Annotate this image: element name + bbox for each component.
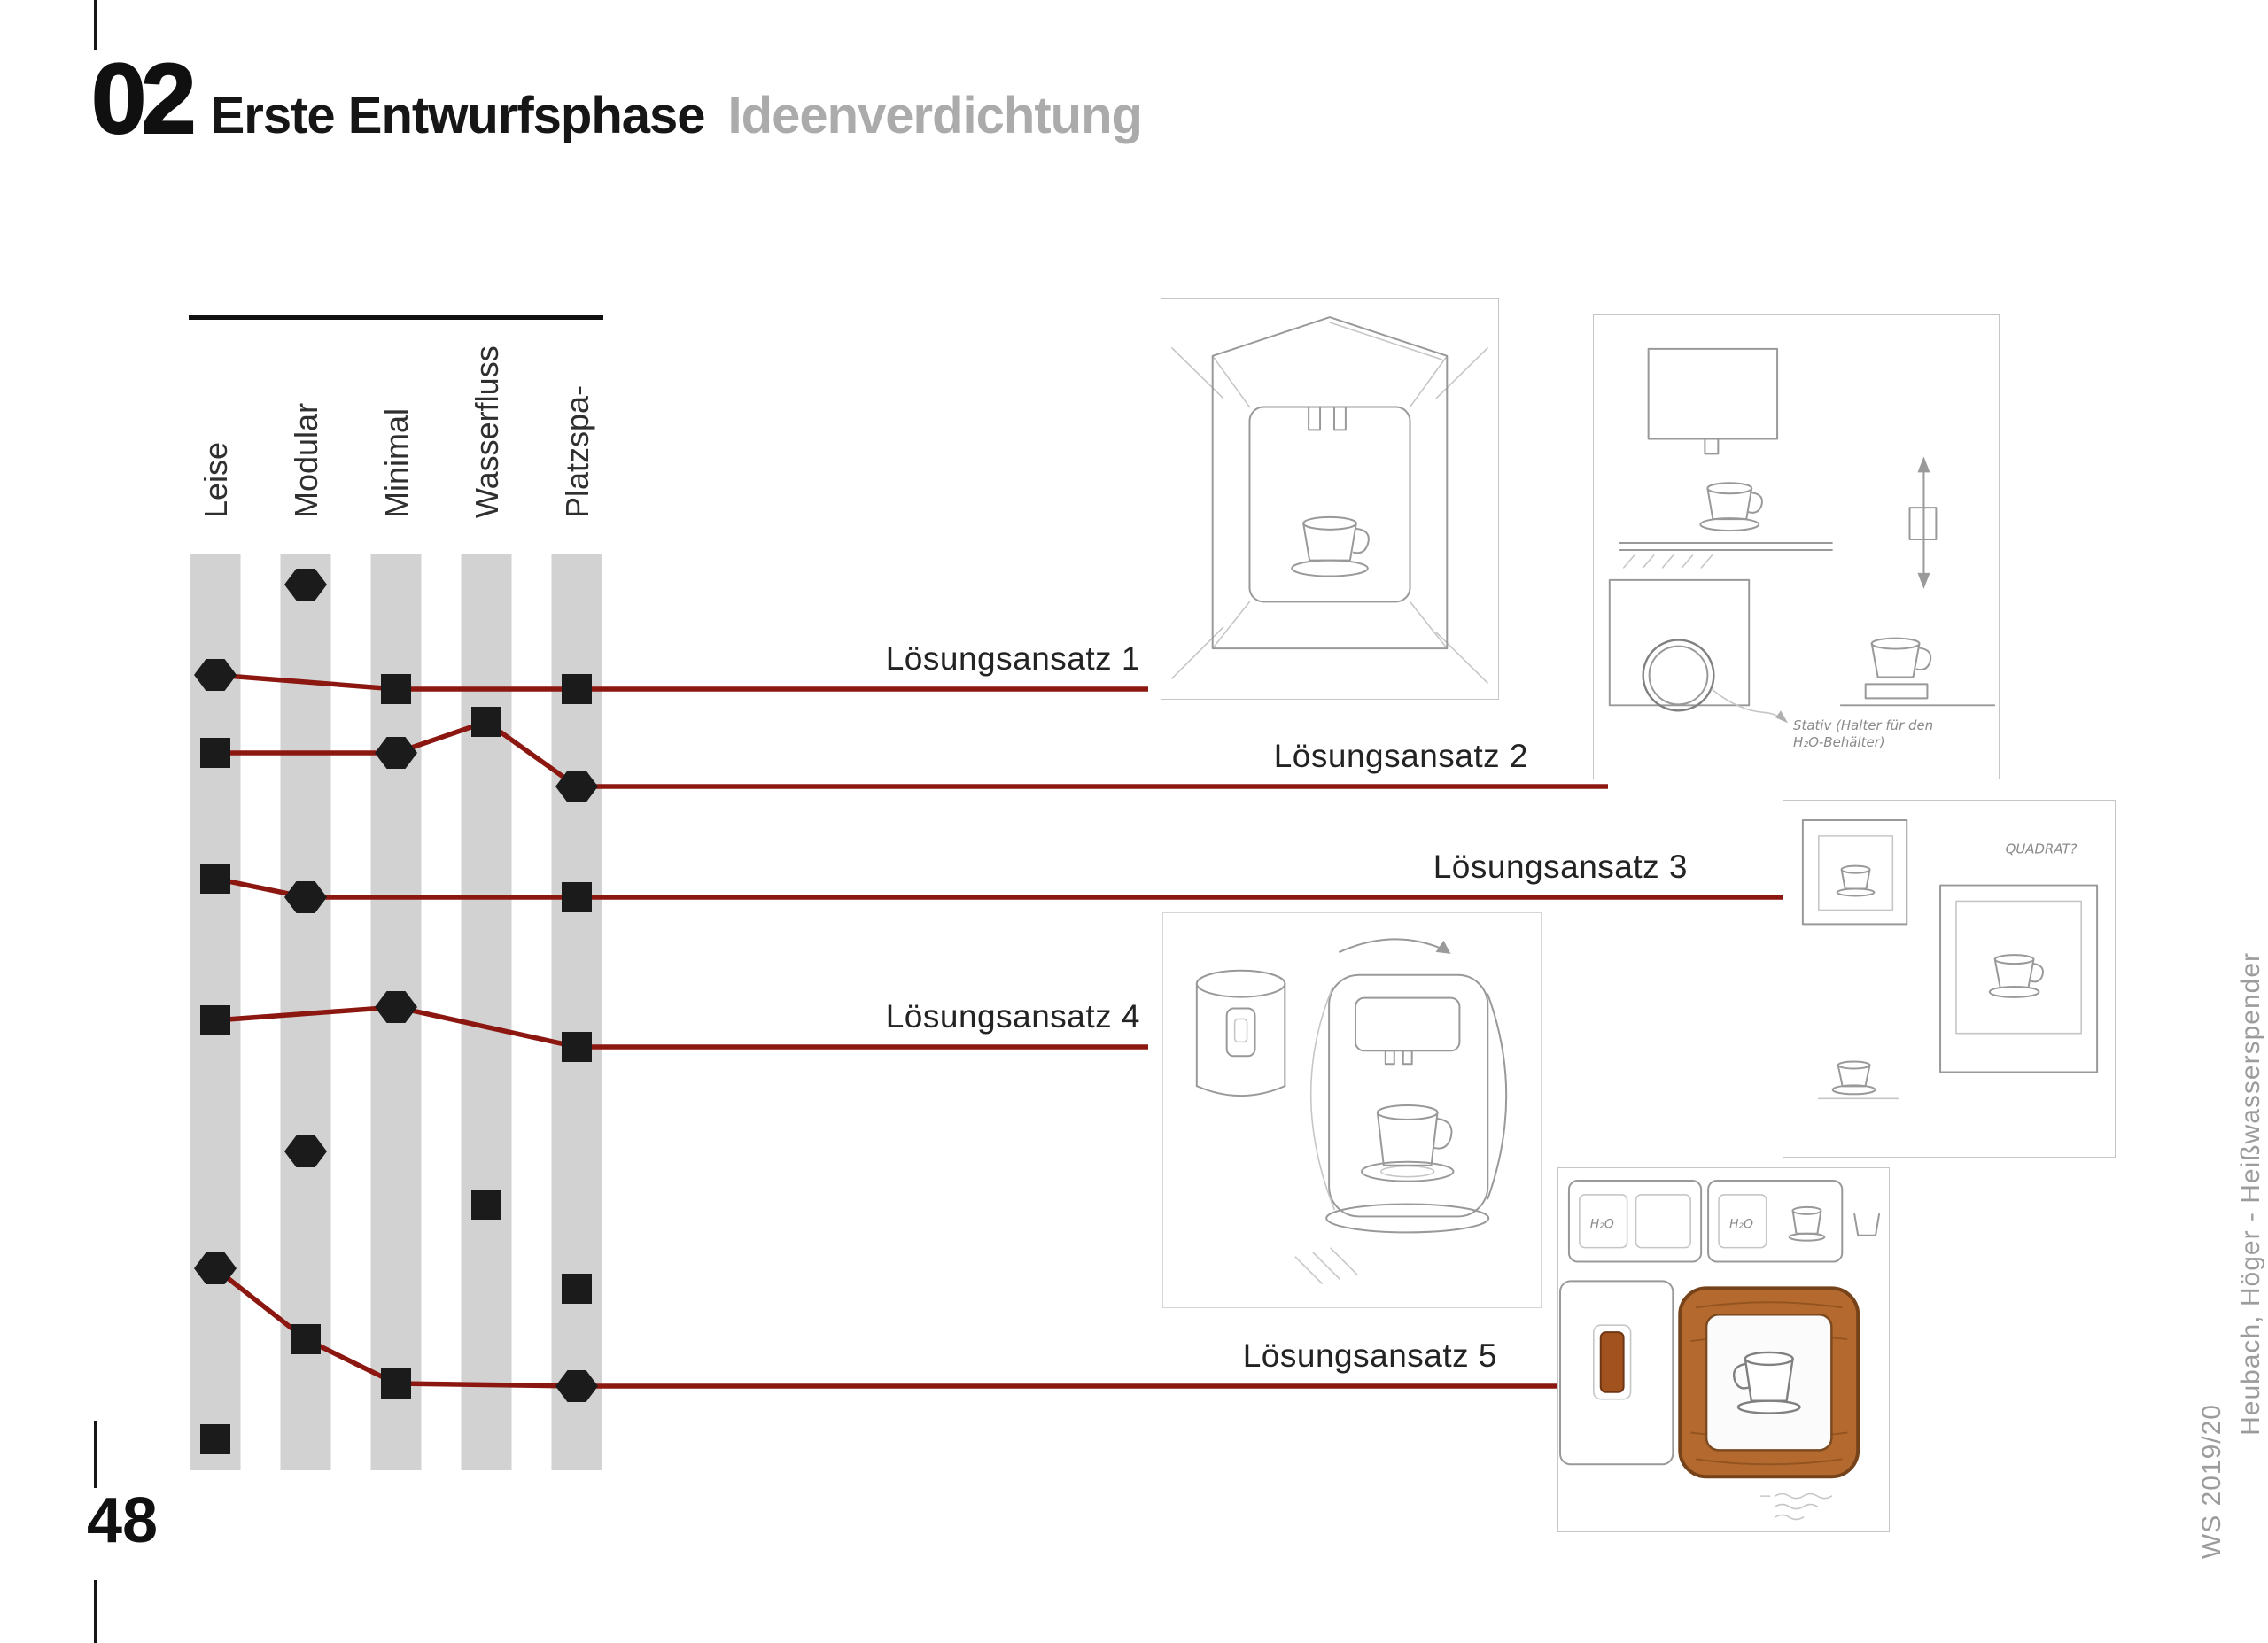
sketch-1-drawing xyxy=(1171,316,1488,684)
sketch-solution-1 xyxy=(1161,298,1499,700)
solution-label: Lösungsansatz 2 xyxy=(1273,738,1528,774)
large-square-variant xyxy=(1939,884,2099,1073)
solution-label: Lösungsansatz 3 xyxy=(1433,849,1688,885)
bottom-margin-line-lower xyxy=(94,1580,97,1643)
marker-hexagon xyxy=(375,991,417,1023)
marker-hexagon xyxy=(284,881,327,913)
cup-sketch xyxy=(1291,515,1370,577)
marker-hexagon xyxy=(284,569,327,601)
criterion-label-0: Leise xyxy=(198,442,234,518)
counter-hatching xyxy=(1622,554,1713,569)
marker-square xyxy=(471,1190,501,1220)
marker-hexagon xyxy=(194,659,237,691)
marker-hexagon xyxy=(284,1135,327,1167)
floor-hatching xyxy=(1294,1247,1358,1284)
marker-hexagon xyxy=(555,1370,598,1402)
page-number: 48 xyxy=(87,1485,159,1556)
sketch-2-note-line2: H₂O-Behälter) xyxy=(1793,734,1885,750)
marker-square xyxy=(562,674,592,704)
sketch-2-drawing: Stativ (Halter für den H₂O-Behälter) xyxy=(1608,347,1996,750)
rotation-arrow xyxy=(1339,938,1451,954)
solution-label: Lösungsansatz 1 xyxy=(885,640,1140,677)
height-adjust-stand xyxy=(1839,456,1996,707)
marker-square xyxy=(291,1324,321,1354)
solution-path-4 xyxy=(214,1004,1148,1050)
sketch-5-h2o-label-a: H₂O xyxy=(1590,1218,1614,1232)
marker-hexagon xyxy=(375,737,417,769)
cup-sketch xyxy=(1732,1351,1801,1414)
marker-square xyxy=(381,674,411,704)
bottom-margin-line-upper xyxy=(94,1421,97,1488)
module-row xyxy=(1567,1180,1881,1263)
page-title: Erste Entwurfsphase xyxy=(210,87,706,144)
solution-path-3 xyxy=(214,876,1807,900)
sketch-5-drawing: H₂O H₂O xyxy=(1558,1180,1881,1521)
main-dispenser-body xyxy=(1309,973,1508,1218)
marker-square xyxy=(200,864,230,894)
page-subtitle: Ideenverdichtung xyxy=(727,87,1143,144)
side-term-text: WS 2019/20 xyxy=(2197,1404,2226,1560)
marker-square xyxy=(200,1424,230,1454)
small-cylinder-module xyxy=(1195,969,1286,1097)
sketch-solution-3: QUADRAT? xyxy=(1783,800,2116,1158)
top-margin-line xyxy=(94,0,97,50)
wall-unit xyxy=(1619,347,1833,551)
criterion-label-2: Minimal xyxy=(378,408,415,518)
handwritten-note-squiggles xyxy=(1759,1492,1833,1521)
marker-hexagon xyxy=(555,771,598,802)
chapter-number: 02 xyxy=(90,43,198,154)
note-arrow xyxy=(1711,688,1789,724)
water-container xyxy=(1608,578,1751,712)
sketch-solution-4 xyxy=(1162,912,1542,1308)
marker-square xyxy=(200,738,230,768)
small-square-variant xyxy=(1801,818,1908,926)
marker-hexagon xyxy=(194,1252,237,1284)
sketch-2-note-line1: Stativ (Halter für den xyxy=(1793,717,1933,733)
left-module xyxy=(1558,1280,1674,1466)
extra-cup-sketch xyxy=(1817,1060,1899,1100)
dispenser-outline xyxy=(1211,316,1449,650)
marker-square xyxy=(200,1005,230,1035)
wood-handle xyxy=(1599,1331,1625,1393)
marker-square xyxy=(562,882,592,912)
marker-square xyxy=(562,1032,592,1062)
side-project-text: Heubach, Höger - Heißwasserspender xyxy=(2236,952,2265,1436)
criterion-column-3 xyxy=(461,554,512,1470)
criterion-label-4: Platzspa- xyxy=(559,385,595,518)
cup-sketch xyxy=(1325,1104,1490,1234)
marker-square xyxy=(471,707,501,737)
solution-label: Lösungsansatz 4 xyxy=(885,998,1140,1035)
sketch-solution-2: Stativ (Halter für den H₂O-Behälter) xyxy=(1593,314,2000,779)
sketch-5-h2o-label-b: H₂O xyxy=(1729,1218,1753,1232)
criterion-column-4 xyxy=(551,554,602,1470)
sketch-3-drawing: QUADRAT? xyxy=(1801,818,2099,1100)
sketch-4-drawing xyxy=(1195,938,1508,1284)
perspective-lines xyxy=(1171,322,1488,684)
solution-label: Lösungsansatz 5 xyxy=(1242,1337,1497,1374)
sketch-3-note: QUADRAT? xyxy=(2006,841,2078,857)
criterion-label-1: Modular xyxy=(288,403,324,518)
marker-square xyxy=(562,1274,592,1304)
marker-square xyxy=(381,1368,411,1399)
chart-top-rule xyxy=(189,315,603,320)
sketch-solution-5: H₂O H₂O xyxy=(1557,1167,1890,1532)
criterion-label-3: Wasserfluss xyxy=(469,345,505,518)
solution-path-1 xyxy=(214,672,1148,692)
page-header: 02 Erste Entwurfsphase Ideenverdichtung xyxy=(90,43,1143,154)
